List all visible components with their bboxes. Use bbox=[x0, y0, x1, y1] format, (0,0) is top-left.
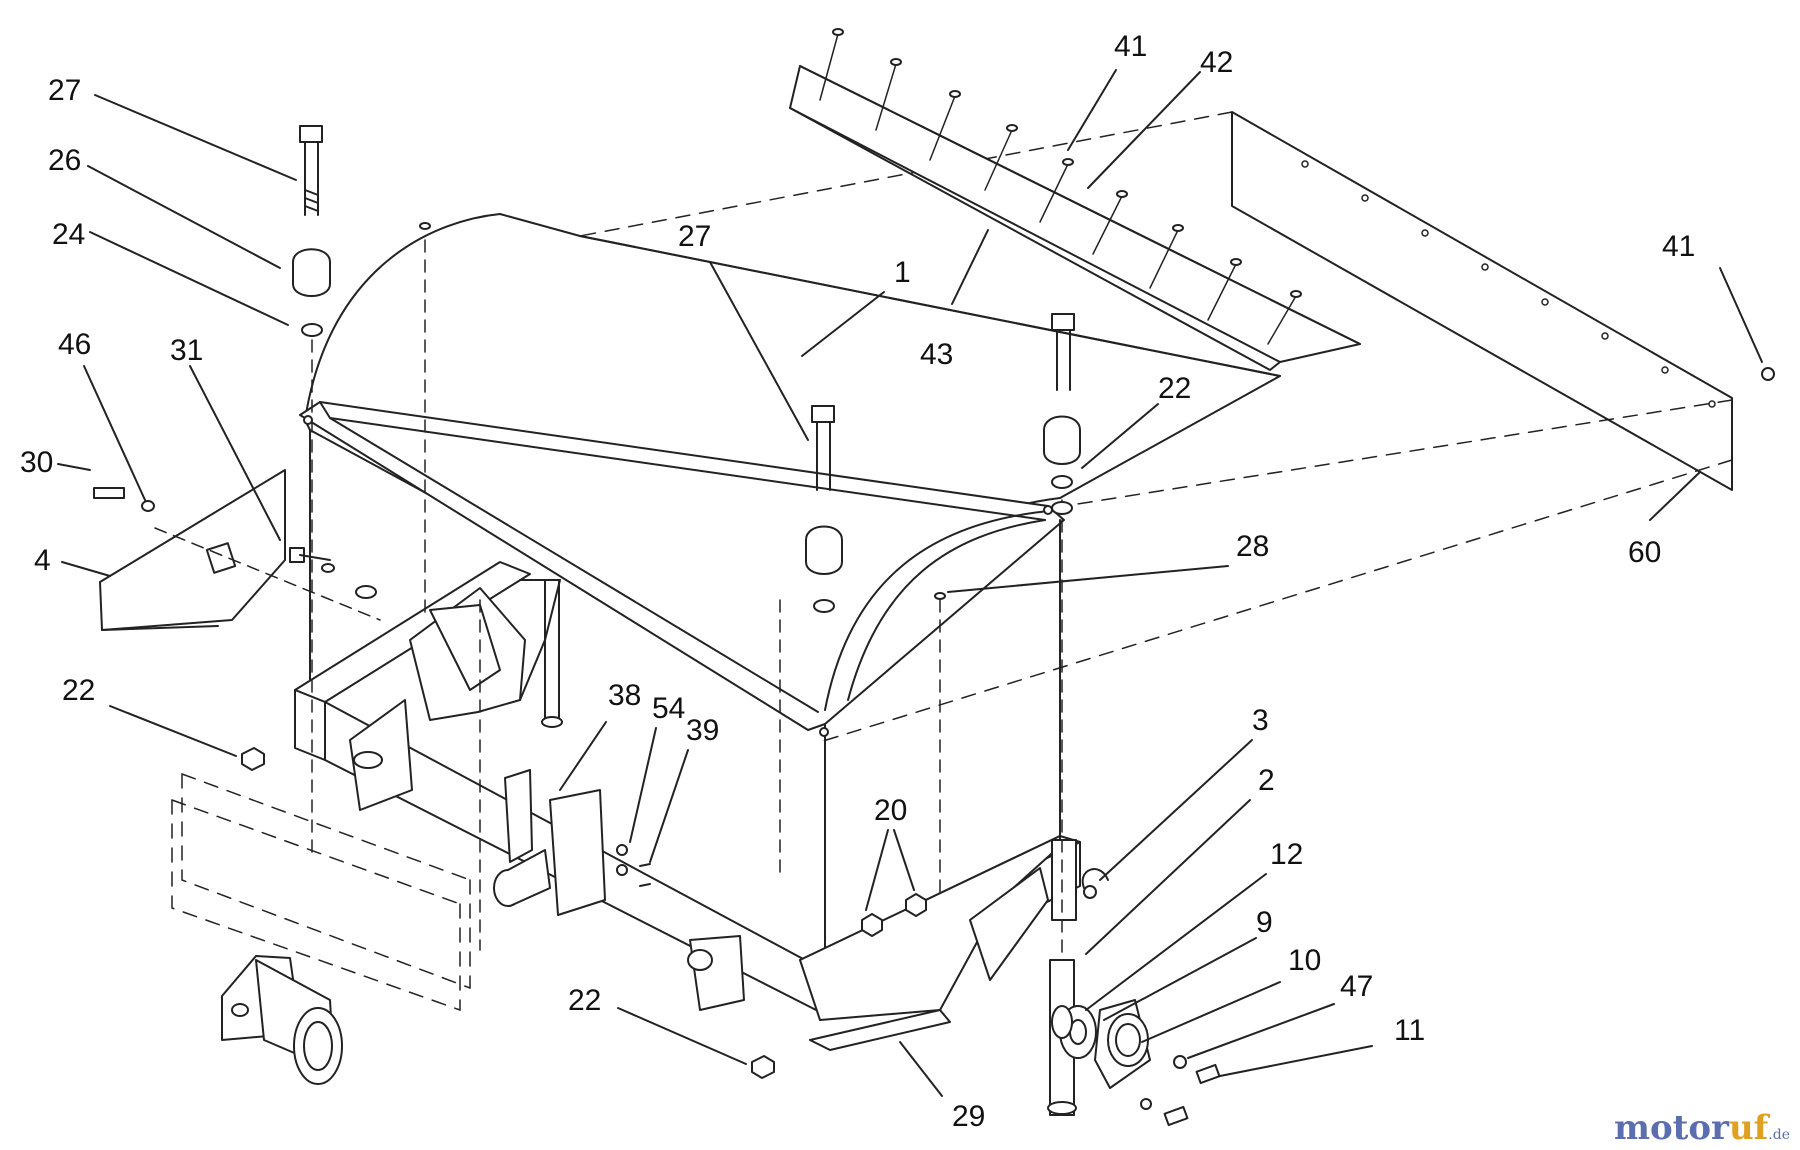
callout-46: 46 bbox=[58, 328, 91, 361]
callout-22: 22 bbox=[62, 674, 95, 707]
callout-30: 30 bbox=[20, 446, 53, 479]
callout-60: 60 bbox=[1628, 536, 1661, 569]
callout-2: 2 bbox=[1258, 764, 1275, 797]
callout-9: 9 bbox=[1256, 906, 1273, 939]
callout-28: 28 bbox=[1236, 530, 1269, 563]
callout-1: 1 bbox=[894, 256, 911, 289]
callout-4: 4 bbox=[34, 544, 51, 577]
callout-22: 22 bbox=[1158, 372, 1191, 405]
callout-3: 3 bbox=[1252, 704, 1269, 737]
callout-10: 10 bbox=[1288, 944, 1321, 977]
callout-12: 12 bbox=[1270, 838, 1303, 871]
rear-panel-60 bbox=[1231, 111, 1733, 491]
bracket-38 bbox=[504, 769, 533, 863]
watermark-logo: motoruf.de bbox=[1614, 1108, 1790, 1148]
callout-22: 22 bbox=[568, 984, 601, 1017]
callout-11: 11 bbox=[1394, 1014, 1425, 1047]
callout-39: 39 bbox=[686, 714, 719, 747]
callout-47: 47 bbox=[1340, 970, 1373, 1003]
callout-27: 27 bbox=[678, 220, 711, 253]
watermark-part2: uf bbox=[1728, 1108, 1769, 1148]
callout-38: 38 bbox=[608, 679, 641, 712]
callout-43: 43 bbox=[920, 338, 953, 371]
callout-27: 27 bbox=[48, 74, 81, 107]
callout-20: 20 bbox=[874, 794, 907, 827]
callout-41: 41 bbox=[1114, 30, 1147, 63]
callout-29: 29 bbox=[952, 1100, 985, 1133]
watermark-part1: motor bbox=[1613, 1108, 1729, 1148]
callout-41: 41 bbox=[1662, 230, 1695, 263]
callout-42: 42 bbox=[1200, 46, 1233, 79]
callout-26: 26 bbox=[48, 144, 81, 177]
callout-54: 54 bbox=[652, 692, 685, 725]
watermark-part3: .de bbox=[1768, 1127, 1790, 1143]
callout-31: 31 bbox=[170, 334, 203, 367]
callout-24: 24 bbox=[52, 218, 85, 251]
cross-member-29 bbox=[809, 1009, 951, 1051]
